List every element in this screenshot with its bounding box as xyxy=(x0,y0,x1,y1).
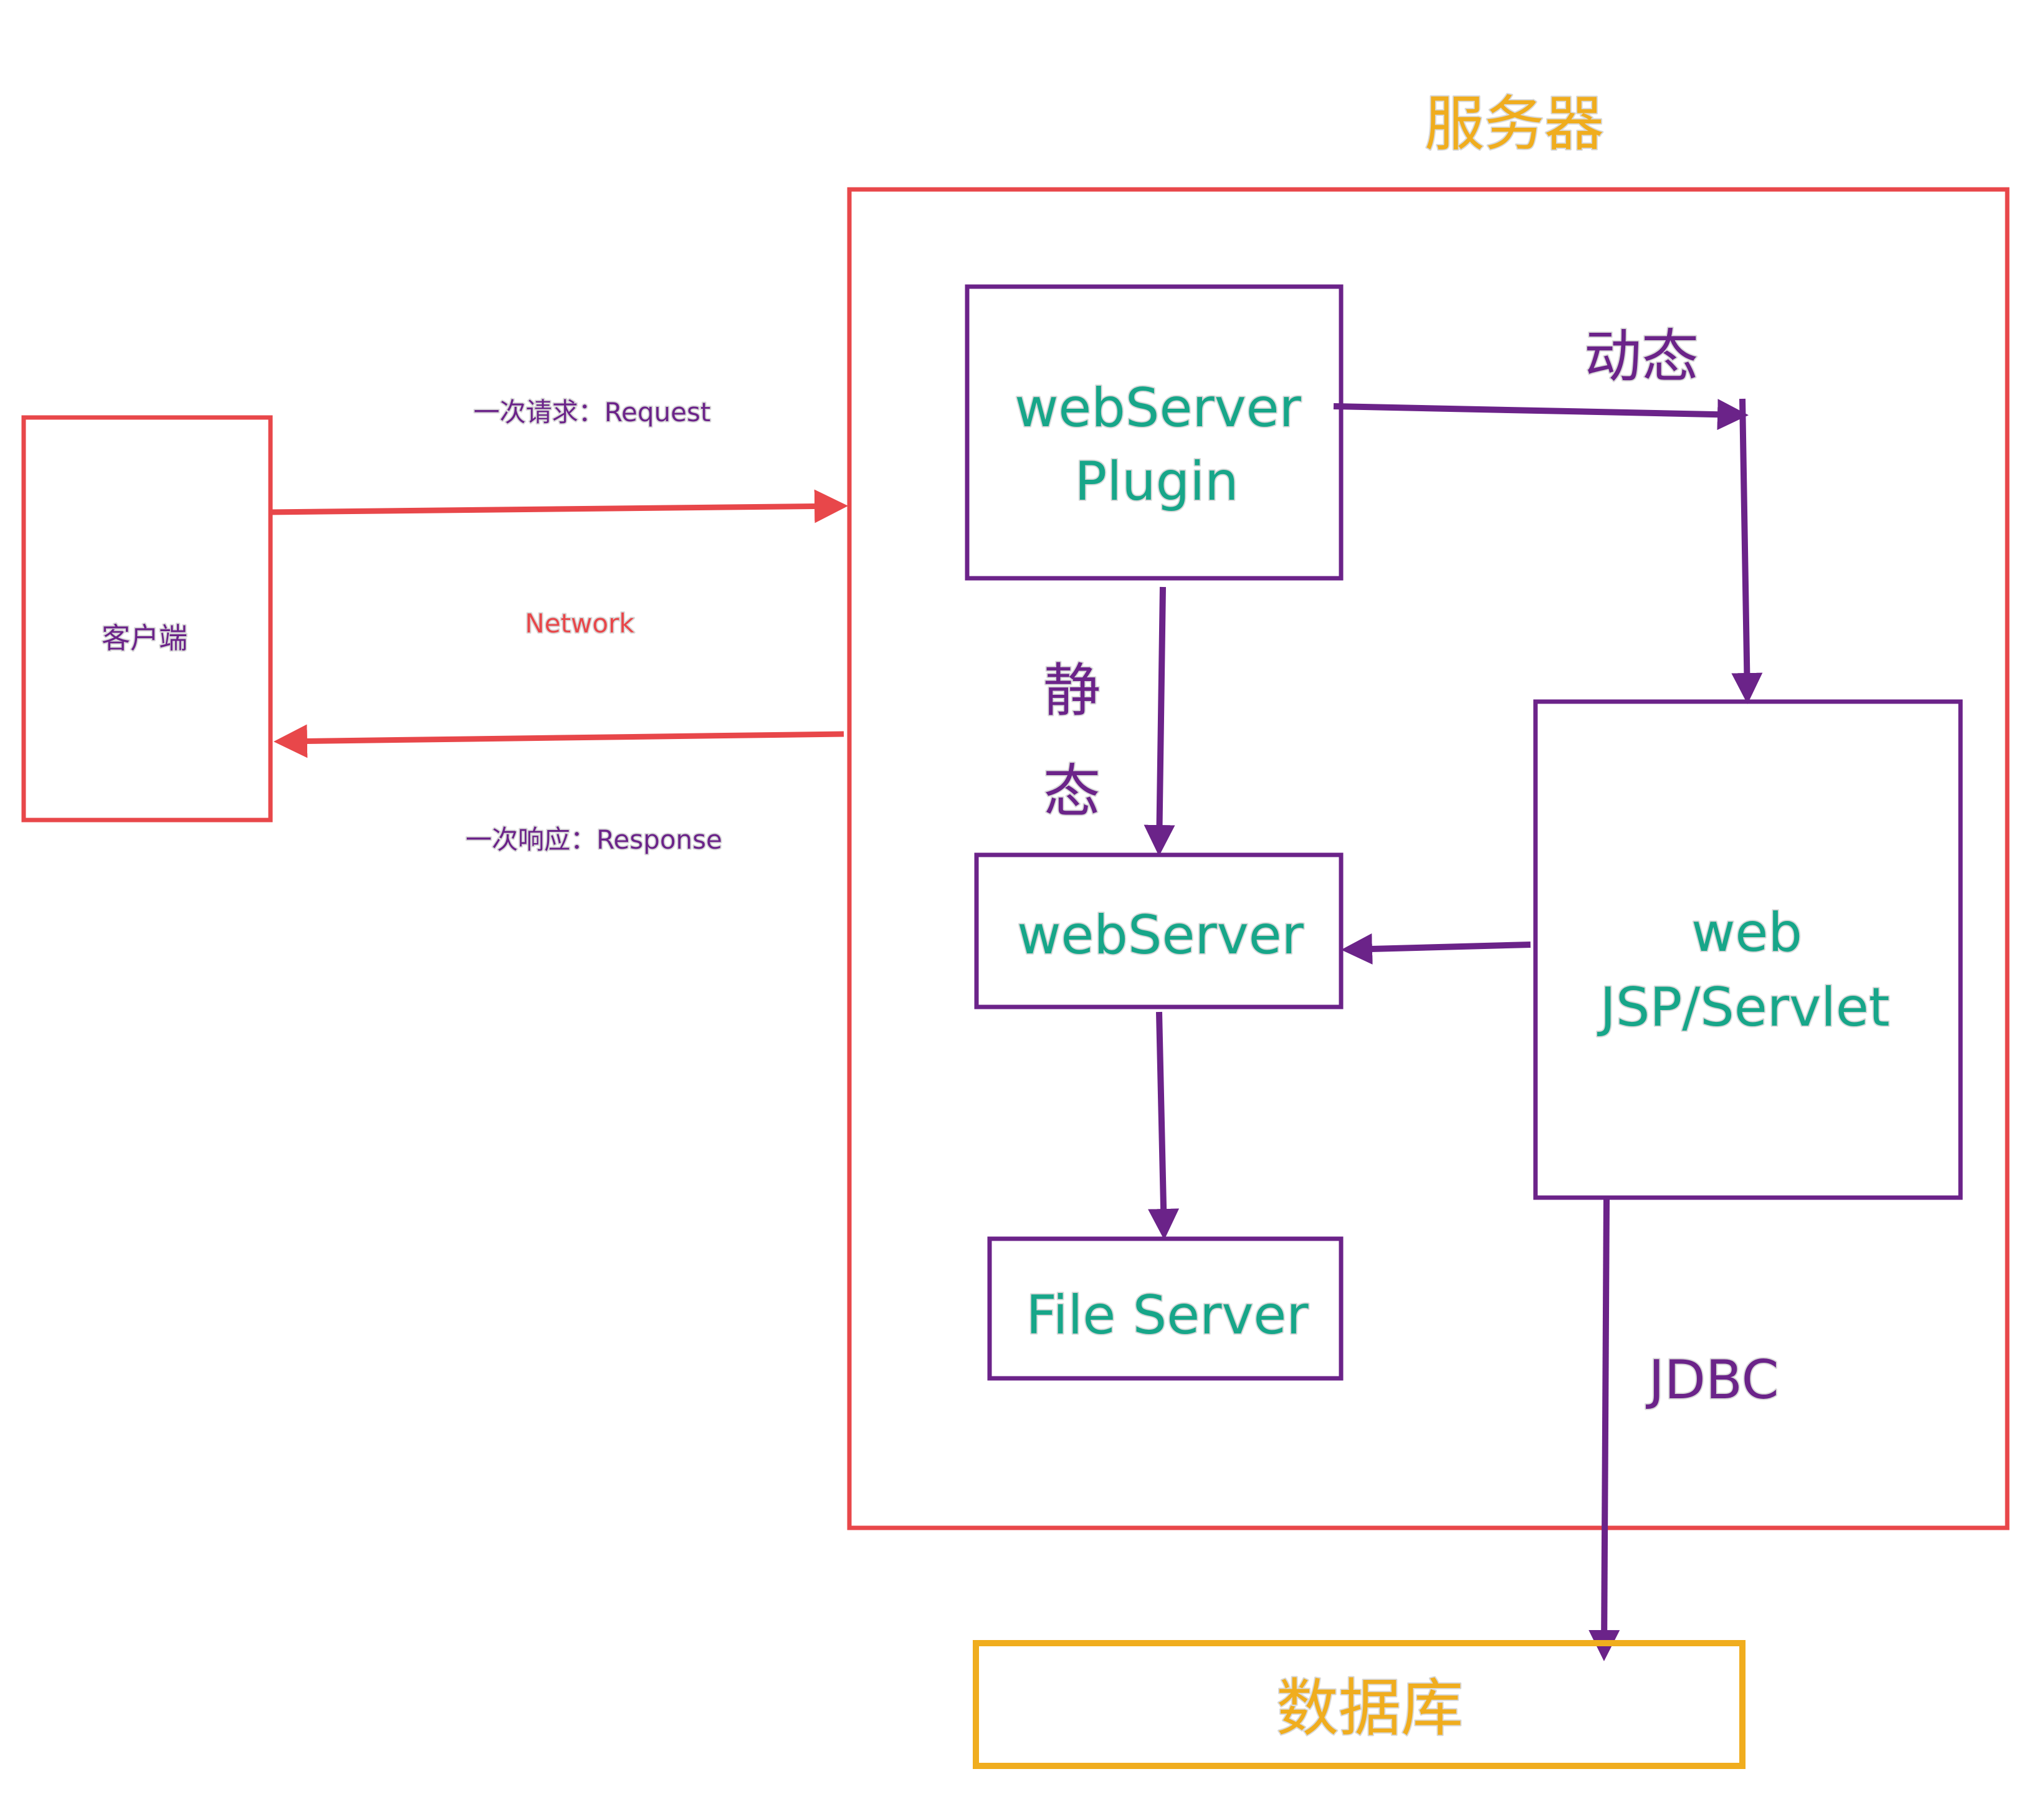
request-label: 一次请求：Request xyxy=(474,397,711,427)
database-box xyxy=(973,1640,1746,1769)
webserver-to-fileserver-arrow xyxy=(1148,1011,1180,1240)
jsp-to-webserver-arrow xyxy=(1341,933,1531,965)
static-label-2: 态 xyxy=(1043,758,1101,825)
client-label: 客户端 xyxy=(102,621,188,655)
webserver-plugin-line1: webServer xyxy=(1015,377,1301,439)
database-label: 数据库 xyxy=(1276,1672,1463,1745)
jsp-servlet-line1: web xyxy=(1691,902,1802,964)
dynamic-to-jsp-arrow xyxy=(1731,398,1763,704)
jsp-servlet-box xyxy=(1533,699,1963,1200)
network-label: Network xyxy=(525,608,634,639)
webserver-plugin-box xyxy=(965,284,1344,581)
plugin-to-webserver-arrow xyxy=(1144,586,1175,856)
webserver-box xyxy=(974,852,1344,1009)
request-arrow xyxy=(269,489,848,523)
jsp-servlet-line2: JSP/Servlet xyxy=(1597,976,1889,1039)
client-box xyxy=(21,415,273,823)
dynamic-label: 动态 xyxy=(1584,323,1699,390)
response-arrow xyxy=(274,724,844,758)
webserver-label: webServer xyxy=(1017,904,1304,966)
server-container xyxy=(847,187,2010,1530)
webserver-plugin-line2: Plugin xyxy=(1074,451,1238,513)
jdbc-label: JDBC xyxy=(1645,1349,1779,1411)
server-title: 服务器 xyxy=(1425,89,1604,159)
file-server-label: File Server xyxy=(1026,1284,1309,1347)
static-label-1: 静 xyxy=(1043,657,1101,724)
response-label: 一次响应：Response xyxy=(466,824,722,855)
jdbc-arrow xyxy=(1588,1198,1620,1661)
plugin-to-dynamic-arrow xyxy=(1333,399,1749,431)
